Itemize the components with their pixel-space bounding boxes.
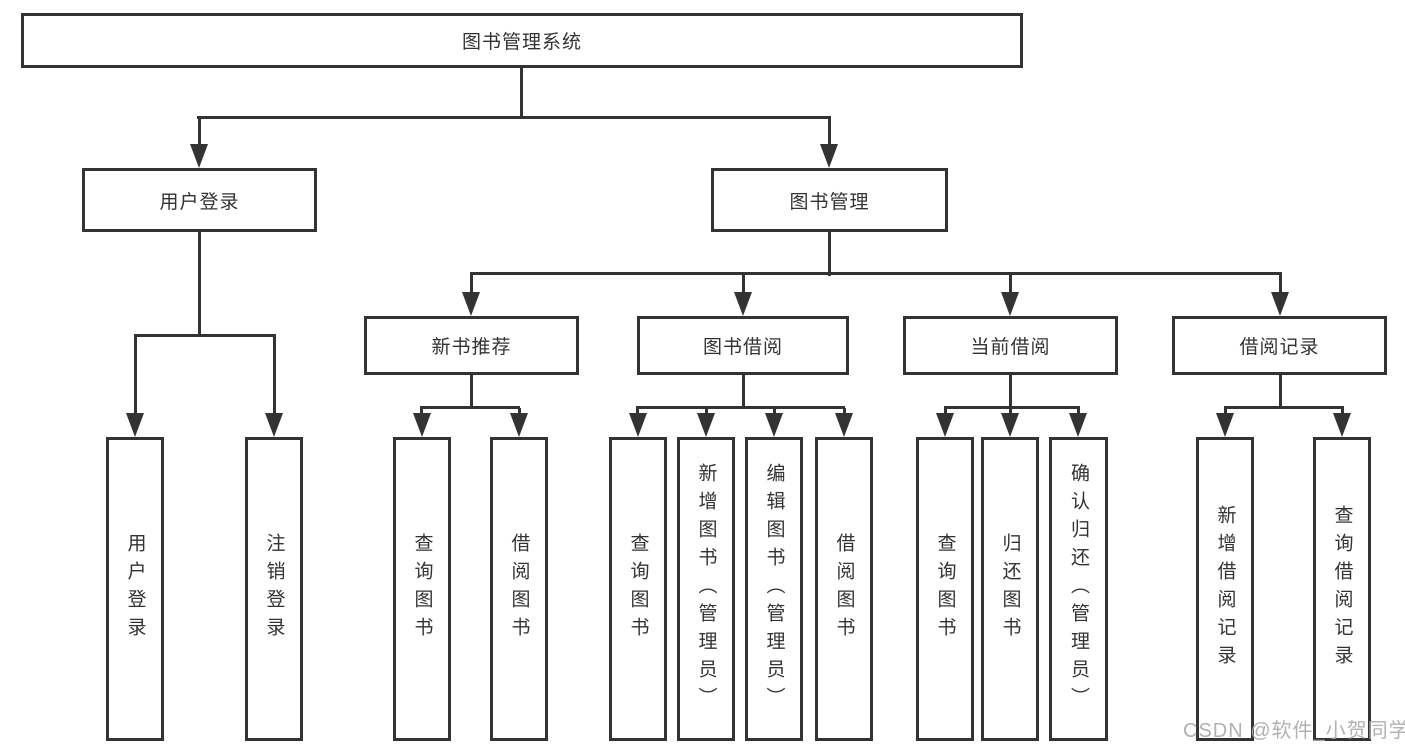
connector-vline [828, 232, 831, 276]
arrow-down-icon [462, 292, 480, 316]
node-label: 借阅图书 [833, 533, 855, 645]
node-label: 查询图书 [627, 533, 649, 645]
connector-vline [742, 274, 745, 296]
connector-vline [742, 375, 745, 409]
leaf-logout: 注销登录 [245, 437, 303, 741]
arrow-down-icon [1216, 413, 1234, 437]
connector-vline [828, 117, 831, 148]
node-label: 编辑图书（管理员） [763, 463, 785, 715]
leaf-query-borrow-record: 查询借阅记录 [1313, 437, 1371, 741]
leaf-edit-book-admin: 编辑图书（管理员） [745, 437, 803, 741]
node-label: 查询图书 [934, 533, 956, 645]
leaf-borrow-books: 借阅图书 [815, 437, 873, 741]
arrow-down-icon [820, 144, 838, 168]
arrow-down-icon [765, 413, 783, 437]
leaf-return-book: 归还图书 [981, 437, 1039, 741]
connector-vline [520, 68, 523, 118]
connector-vline [1279, 375, 1282, 409]
node-book-borrowing: 图书借阅 [637, 316, 849, 375]
node-borrowing-records: 借阅记录 [1172, 316, 1387, 375]
leaf-add-borrow-record: 新增借阅记录 [1196, 437, 1254, 741]
node-label: 用户登录 [159, 191, 240, 213]
arrow-down-icon [1333, 413, 1351, 437]
arrow-down-icon [1001, 413, 1019, 437]
connector-vline [198, 117, 201, 148]
node-label: 确认归还（管理员） [1068, 463, 1089, 715]
node-label: 新增图书（管理员） [695, 463, 717, 715]
leaf-confirm-return-admin: 确认归还（管理员） [1049, 437, 1108, 741]
connector-vline [198, 232, 201, 336]
arrow-down-icon [413, 413, 431, 437]
connector-vline [1009, 375, 1012, 409]
connector-vline [273, 335, 276, 417]
arrow-down-icon [936, 413, 954, 437]
leaf-query-books-current: 查询图书 [916, 437, 974, 741]
node-label: 注销登录 [263, 533, 285, 645]
node-user-login-module: 用户登录 [82, 168, 317, 232]
arrow-down-icon [697, 413, 715, 437]
node-label: 图书管理 [789, 191, 870, 213]
node-label: 借阅记录 [1239, 337, 1320, 358]
node-label: 图书借阅 [702, 337, 783, 358]
connector-hline [636, 406, 845, 409]
node-book-management-module: 图书管理 [711, 168, 948, 232]
leaf-add-book-admin: 新增图书（管理员） [677, 437, 735, 741]
arrow-down-icon [734, 292, 752, 316]
node-label: 当前借阅 [970, 337, 1051, 358]
node-current-borrowing: 当前借阅 [903, 316, 1118, 375]
connector-hline [944, 406, 1080, 409]
leaf-query-books-borrow: 查询图书 [609, 437, 667, 741]
arrow-down-icon [1271, 292, 1289, 316]
node-label: 图书管理系统 [461, 32, 582, 53]
arrow-down-icon [1069, 413, 1087, 437]
arrow-down-icon [629, 413, 647, 437]
node-label: 查询借阅记录 [1331, 505, 1353, 673]
leaf-query-books-recommend: 查询图书 [393, 437, 451, 741]
connector-vline [1279, 274, 1282, 296]
leaf-user-login: 用户登录 [106, 437, 164, 741]
node-label: 新书推荐 [431, 337, 512, 358]
arrow-down-icon [510, 413, 528, 437]
node-label: 用户登录 [124, 533, 146, 645]
node-label: 查询图书 [411, 533, 433, 645]
arrow-down-icon [265, 413, 283, 437]
arrow-down-icon [126, 413, 144, 437]
node-label: 新增借阅记录 [1214, 505, 1236, 673]
connector-vline [134, 335, 137, 417]
arrow-down-icon [1001, 292, 1019, 316]
connector-hline [420, 406, 520, 409]
connector-vline [470, 274, 473, 296]
connector-vline [470, 375, 473, 409]
node-label: 借阅图书 [508, 533, 530, 645]
connector-hline [197, 116, 831, 119]
arrow-down-icon [190, 144, 208, 168]
connector-vline [1009, 274, 1012, 296]
arrow-down-icon [835, 413, 853, 437]
leaf-borrow-books-recommend: 借阅图书 [490, 437, 548, 741]
connector-hline [1224, 406, 1344, 409]
node-root-library-system: 图书管理系统 [21, 13, 1023, 68]
connector-hline [470, 272, 1282, 275]
connector-hline [134, 334, 276, 337]
node-label: 归还图书 [999, 533, 1021, 645]
csdn-watermark: CSDN @软件_小贺同学 [1183, 720, 1405, 742]
node-new-book-recommend: 新书推荐 [364, 316, 579, 375]
